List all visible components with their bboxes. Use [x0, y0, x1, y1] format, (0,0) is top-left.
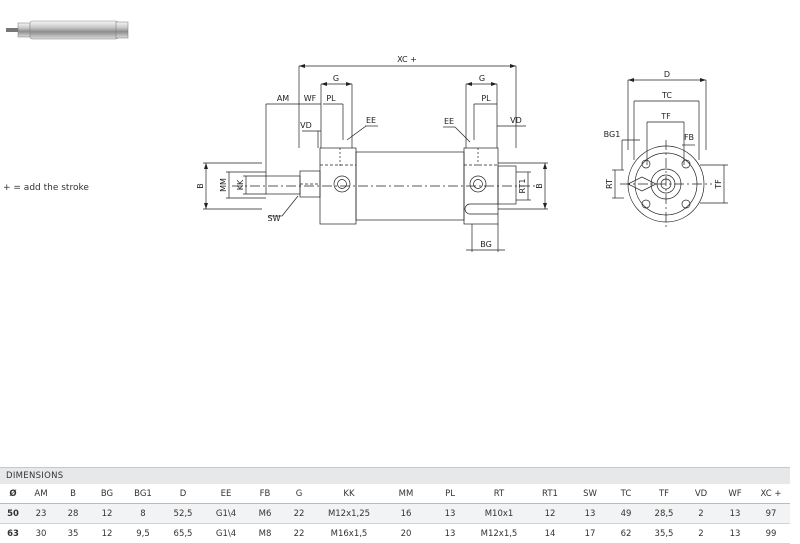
table-cell: 12 — [90, 523, 124, 544]
table-row: 63 30 35 12 9,5 65,5 G1\4 M8 22 M16x1,5 … — [0, 523, 790, 544]
table-cell: 30 — [26, 523, 56, 544]
col-header: WF — [718, 484, 752, 504]
table-header-row: Ø AM B BG BG1 D EE FB G KK MM PL RT RT1 … — [0, 484, 790, 504]
dim-g-right-label: G — [479, 74, 485, 83]
dim-tf-top-label: TF — [660, 112, 671, 121]
col-header: PL — [430, 484, 470, 504]
table-cell: 99 — [752, 523, 790, 544]
col-header: MM — [382, 484, 430, 504]
col-header: D — [162, 484, 204, 504]
table-cell: G1\4 — [204, 523, 248, 544]
col-header: BG1 — [124, 484, 162, 504]
dim-rt1-label: RT1 — [518, 179, 527, 194]
dim-am-label: AM — [277, 94, 289, 103]
dim-sw-label: SW — [268, 214, 281, 223]
table-cell: 12 — [528, 503, 572, 524]
table-cell: 8 — [124, 503, 162, 524]
stroke-note: + = add the stroke — [3, 183, 89, 193]
col-header: AM — [26, 484, 56, 504]
dimensions-title: DIMENSIONS — [0, 467, 790, 484]
table-cell: 2 — [684, 503, 718, 524]
table-cell: 35 — [56, 523, 90, 544]
table-cell: 20 — [382, 523, 430, 544]
table-cell: 2 — [684, 523, 718, 544]
table-cell: M10x1 — [470, 503, 528, 524]
table-cell: 97 — [752, 503, 790, 524]
col-header: Ø — [0, 484, 26, 504]
dim-vd-left-label: VD — [300, 121, 312, 130]
table-cell: M12x1,5 — [470, 523, 528, 544]
table-cell: 13 — [430, 523, 470, 544]
table-cell: M6 — [248, 503, 282, 524]
table-cell: 13 — [718, 503, 752, 524]
table-row: 50 23 28 12 8 52,5 G1\4 M6 22 M12x1,25 1… — [0, 503, 790, 524]
dim-mm-label: MM — [219, 178, 228, 192]
table-cell: 35,5 — [644, 523, 684, 544]
col-header: XC + — [752, 484, 790, 504]
dimensions-table: DIMENSIONS Ø AM B BG BG1 D EE FB G KK MM… — [0, 467, 790, 544]
table-cell: 17 — [572, 523, 608, 544]
col-header: RT — [470, 484, 528, 504]
table-cell: G1\4 — [204, 503, 248, 524]
table-cell: 13 — [718, 523, 752, 544]
table-cell: 63 — [0, 523, 26, 544]
dim-ee-right-label: EE — [444, 117, 454, 126]
table-cell: 12 — [90, 503, 124, 524]
table-cell: M12x1,25 — [316, 503, 382, 524]
dim-rt-label: RT — [605, 179, 614, 189]
col-header: KK — [316, 484, 382, 504]
dim-vd-right-label: VD — [510, 116, 522, 125]
table-cell: 22 — [282, 503, 316, 524]
dim-b-right-label: B — [535, 183, 544, 189]
dim-wf-label: WF — [304, 94, 317, 103]
col-header: TC — [608, 484, 644, 504]
table-cell: 23 — [26, 503, 56, 524]
col-header: FB — [248, 484, 282, 504]
table-cell: 13 — [572, 503, 608, 524]
col-header: VD — [684, 484, 718, 504]
table-cell: 52,5 — [162, 503, 204, 524]
table-cell: M16x1,5 — [316, 523, 382, 544]
col-header: EE — [204, 484, 248, 504]
dim-pl-right-label: PL — [481, 94, 491, 103]
table-cell: 28,5 — [644, 503, 684, 524]
table-cell: 28 — [56, 503, 90, 524]
dim-xc-label: XC + — [397, 55, 417, 64]
table-cell: 22 — [282, 523, 316, 544]
dim-kk-label: KK — [236, 179, 245, 190]
dim-pl-left-label: PL — [326, 94, 336, 103]
dim-bg1-label: BG1 — [604, 130, 621, 139]
dim-tf-side-label: TF — [714, 179, 723, 190]
product-thumbnail — [6, 20, 129, 40]
table-cell: 13 — [430, 503, 470, 524]
dim-tc-label: TC — [661, 91, 672, 100]
table-cell: 14 — [528, 523, 572, 544]
dim-g-left-label: G — [333, 74, 339, 83]
table-cell: M8 — [248, 523, 282, 544]
technical-drawing: XC + G PL AM WF VD EE G PL VD EE B MM KK… — [196, 55, 728, 252]
col-header: G — [282, 484, 316, 504]
col-header: BG — [90, 484, 124, 504]
table-cell: 50 — [0, 503, 26, 524]
table-cell: 16 — [382, 503, 430, 524]
table-cell: 62 — [608, 523, 644, 544]
dim-fb-label: FB — [684, 133, 694, 142]
dim-ee-left-label: EE — [366, 116, 376, 125]
table-cell: 49 — [608, 503, 644, 524]
table-cell: 9,5 — [124, 523, 162, 544]
dim-bg-label: BG — [480, 240, 492, 249]
table-cell: 65,5 — [162, 523, 204, 544]
col-header: RT1 — [528, 484, 572, 504]
col-header: B — [56, 484, 90, 504]
col-header: SW — [572, 484, 608, 504]
dim-b-left-label: B — [196, 183, 205, 189]
dim-d-label: D — [664, 70, 670, 79]
col-header: TF — [644, 484, 684, 504]
